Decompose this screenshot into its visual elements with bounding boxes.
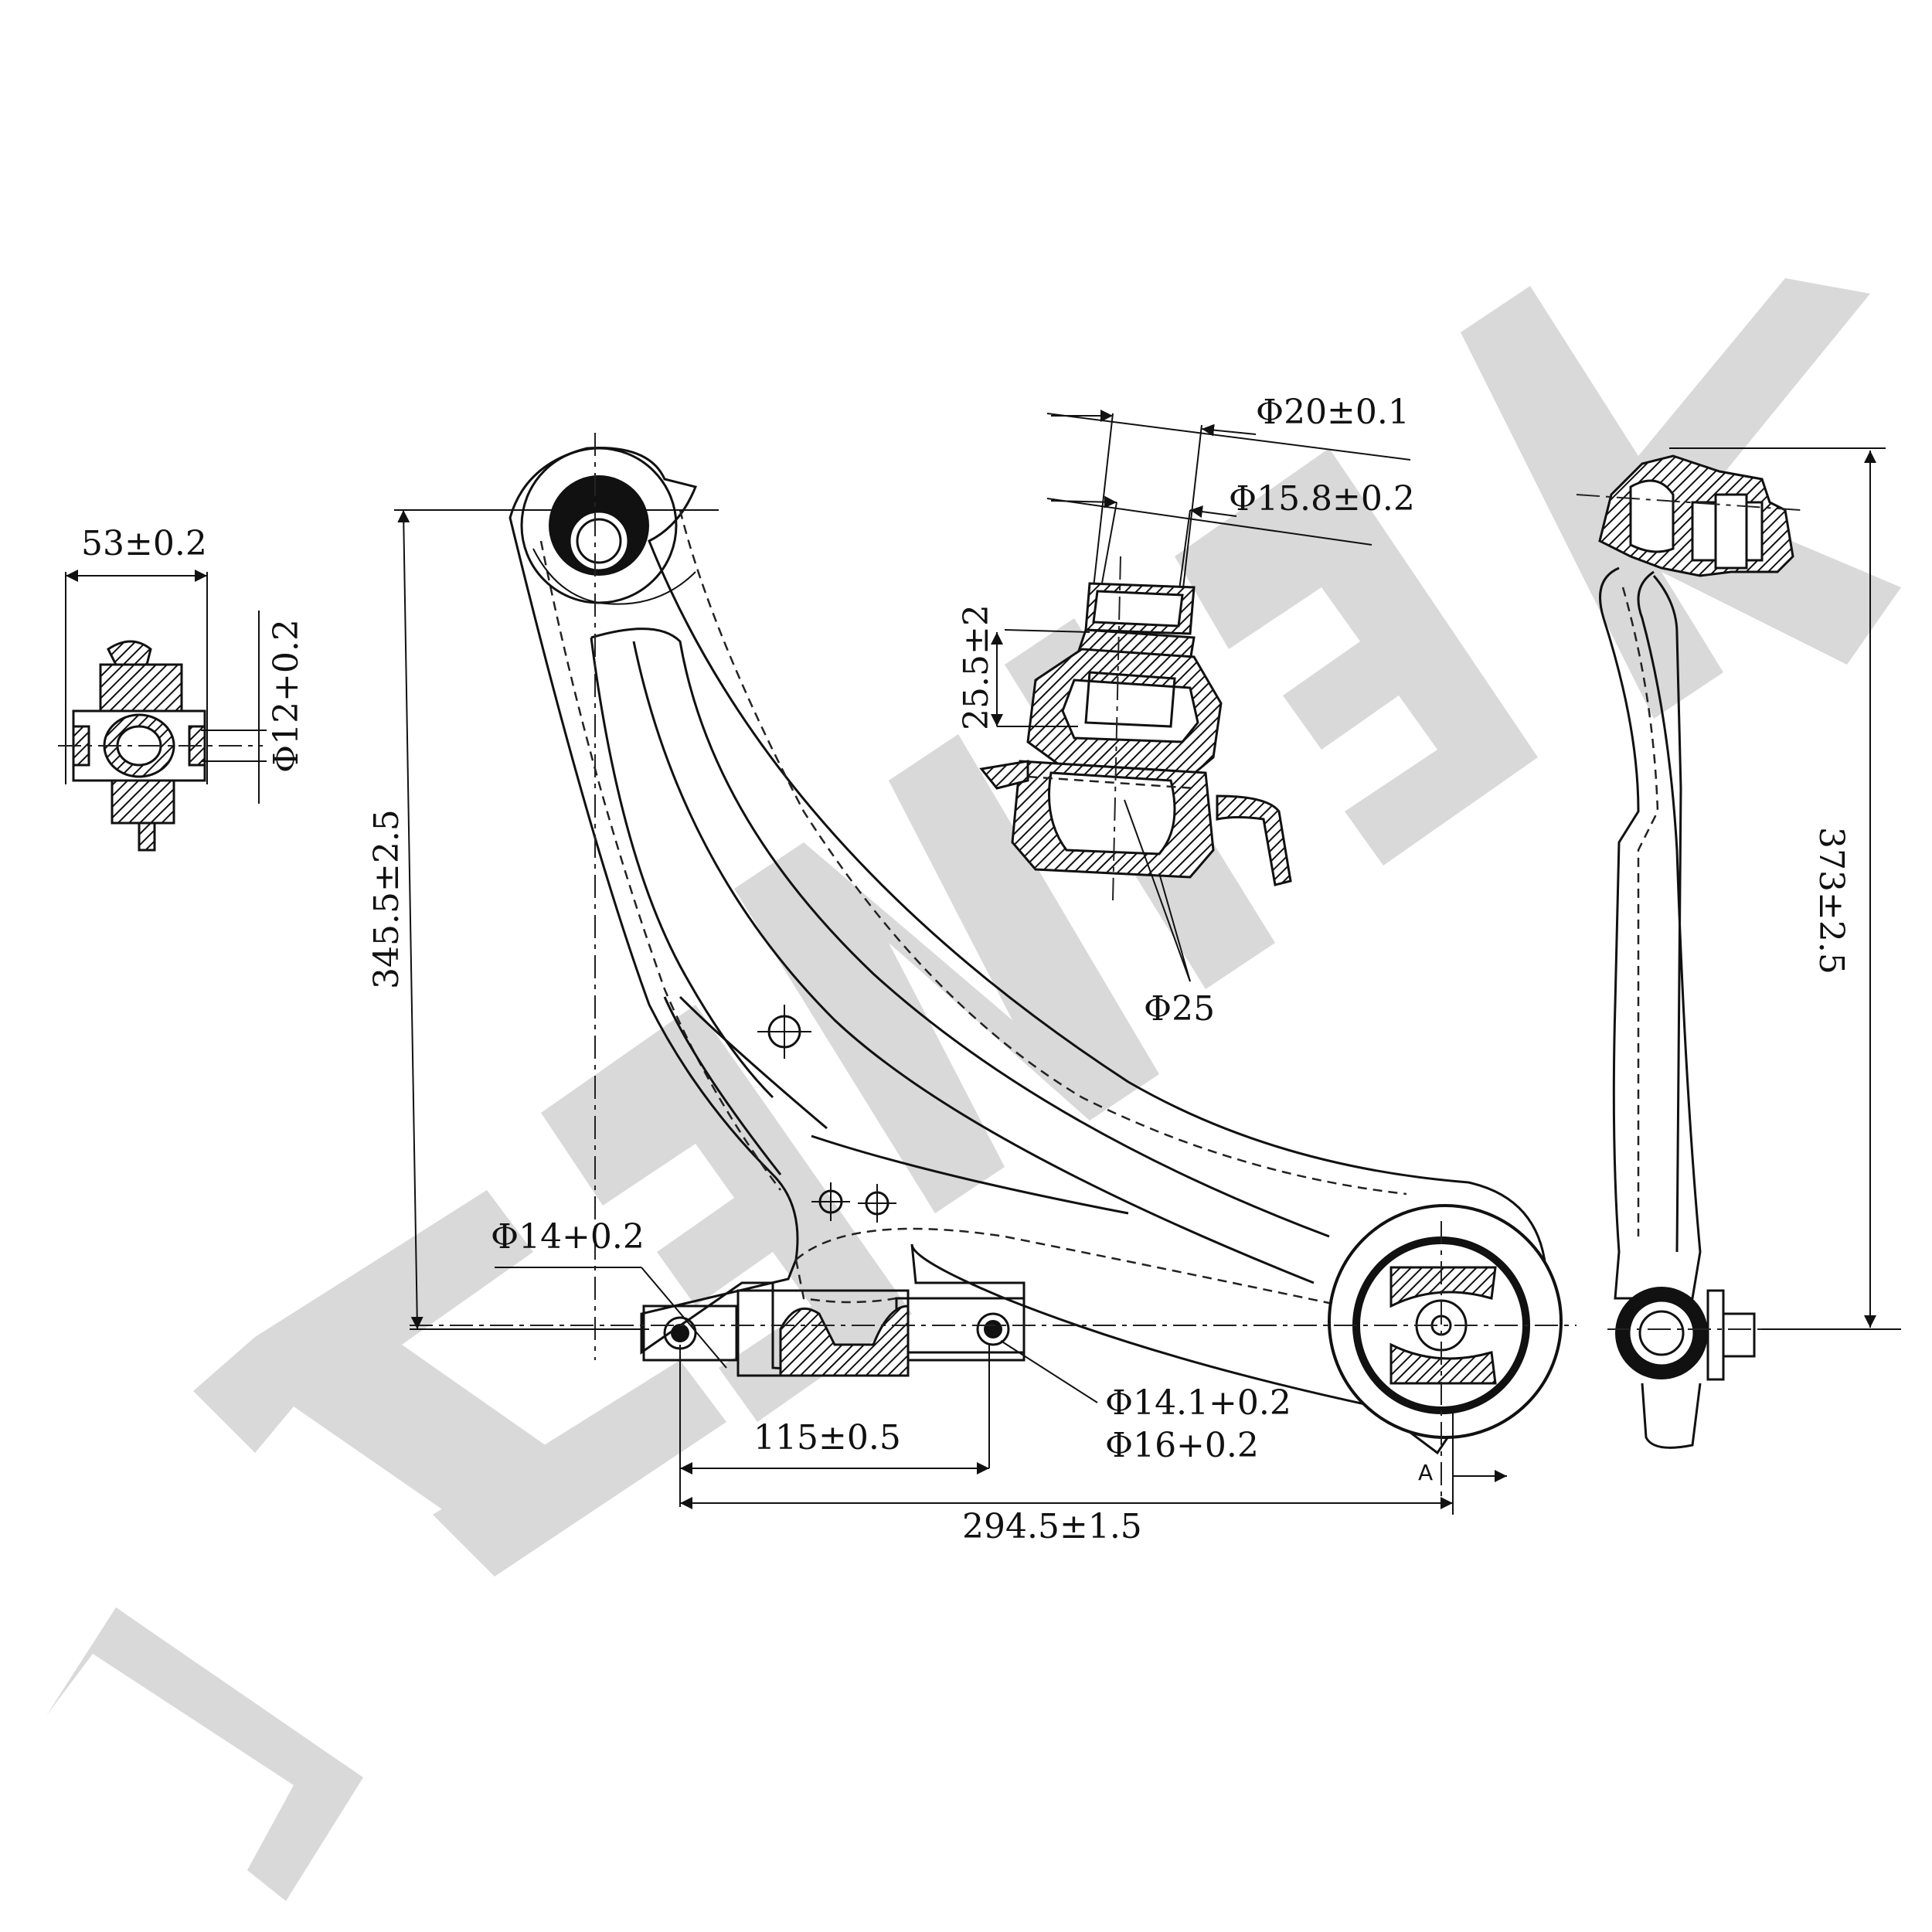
- bushing-width-dim: 53±0.2: [81, 524, 207, 563]
- ball-height-dim: 25.5±2: [957, 604, 996, 730]
- total-length-dim: 294.5±1.5: [962, 1507, 1142, 1546]
- height-side-dim: 373±2.5: [1811, 827, 1851, 975]
- ball-joint-section-view: [979, 410, 1411, 982]
- main-dimension-lines: [394, 509, 1507, 1515]
- bushing-bore-dim: Φ12+0.2: [267, 619, 306, 773]
- hole-left-dim: Φ14+0.2: [491, 1217, 645, 1257]
- ball-stud-outer-dim: Φ20±0.1: [1256, 393, 1410, 432]
- height-main-dim: 345.5±2.5: [367, 809, 406, 989]
- bushing-section-view: [58, 570, 267, 852]
- ball-stud-inner-dim: Φ15.8±0.2: [1229, 479, 1415, 519]
- section-a-label: A: [1418, 1460, 1433, 1485]
- hole-right-a-dim: Φ14.1+0.2: [1105, 1383, 1291, 1423]
- hole-spacing-dim: 115±0.5: [753, 1418, 901, 1458]
- control-arm-top-view: [410, 433, 1577, 1499]
- ball-dia-dim: Φ25: [1144, 989, 1215, 1029]
- hole-right-b-dim: Φ16+0.2: [1105, 1426, 1259, 1465]
- control-arm-side-view: [1576, 447, 1901, 1449]
